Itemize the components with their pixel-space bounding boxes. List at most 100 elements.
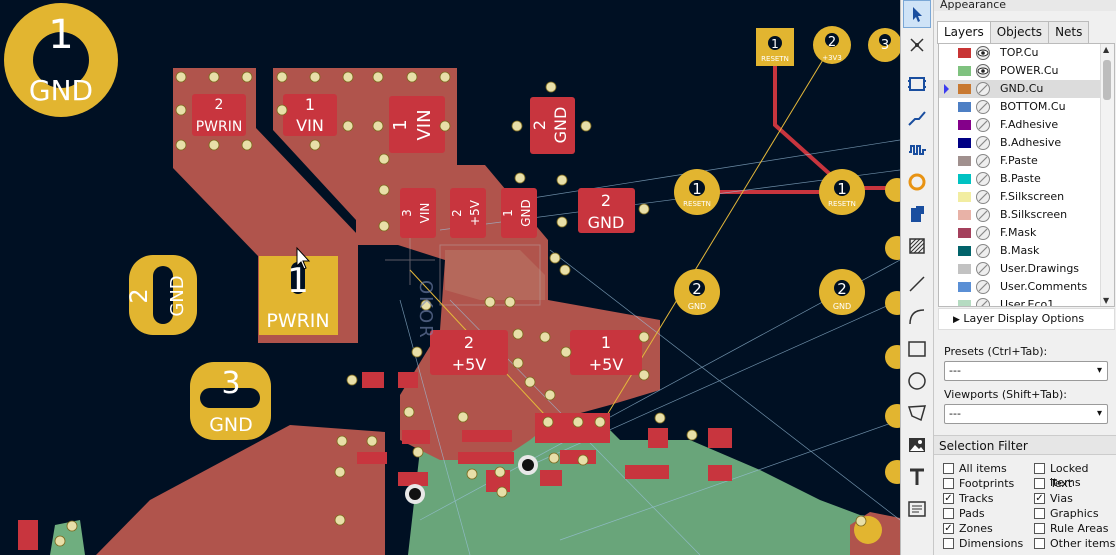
layer-color-swatch[interactable] bbox=[958, 228, 971, 238]
layer-row-f-mask[interactable]: F.Mask bbox=[939, 224, 1114, 242]
eye-icon[interactable] bbox=[976, 64, 990, 78]
layer-row-user-eco1[interactable]: User.Eco1 bbox=[939, 296, 1114, 306]
layer-row-user-drawings[interactable]: User.Drawings bbox=[939, 260, 1114, 278]
layer-row-f-silkscreen[interactable]: F.Silkscreen bbox=[939, 188, 1114, 206]
pad-gnd-2-oval[interactable]: 2 GND bbox=[125, 255, 197, 335]
checkbox-icon[interactable] bbox=[1034, 508, 1045, 519]
layer-display-options[interactable]: ▶ Layer Display Options bbox=[938, 308, 1115, 330]
route-cross-icon[interactable] bbox=[903, 31, 931, 59]
eye-hidden-icon[interactable] bbox=[976, 190, 990, 204]
eye-hidden-icon[interactable] bbox=[976, 154, 990, 168]
pad-gnd-1-small[interactable]: 1 GND bbox=[501, 188, 537, 238]
pad-gnd-2-horiz[interactable]: 2 GND bbox=[578, 188, 635, 233]
layer-row-f-paste[interactable]: F.Paste bbox=[939, 152, 1114, 170]
layer-color-swatch[interactable] bbox=[958, 210, 971, 220]
eye-hidden-icon[interactable] bbox=[976, 298, 990, 306]
checkbox-icon[interactable] bbox=[1034, 538, 1045, 549]
eye-hidden-icon[interactable] bbox=[976, 82, 990, 96]
select-tool-icon[interactable] bbox=[903, 0, 931, 28]
layer-row-gnd-cu[interactable]: GND.Cu bbox=[939, 80, 1114, 98]
layer-list-scrollbar[interactable]: ▲ ▼ bbox=[1100, 44, 1114, 306]
eye-hidden-icon[interactable] bbox=[976, 100, 990, 114]
filter-other-items-checkbox[interactable]: Other items bbox=[1034, 537, 1115, 552]
layer-row-top-cu[interactable]: TOP.Cu bbox=[939, 44, 1114, 62]
eye-hidden-icon[interactable] bbox=[976, 226, 990, 240]
pad-5v-2-large[interactable]: 2 +5V bbox=[430, 330, 508, 375]
tab-objects[interactable]: Objects bbox=[989, 21, 1050, 43]
eye-hidden-icon[interactable] bbox=[976, 118, 990, 132]
route-track-icon[interactable] bbox=[903, 104, 931, 132]
scroll-up-icon[interactable]: ▲ bbox=[1103, 45, 1110, 54]
layer-row-user-comments[interactable]: User.Comments bbox=[939, 278, 1114, 296]
pad-gnd-round-a[interactable]: 2 GND bbox=[674, 269, 720, 315]
layer-row-b-adhesive[interactable]: B.Adhesive bbox=[939, 134, 1114, 152]
pad-3-round[interactable]: 3 bbox=[868, 28, 900, 62]
layer-color-swatch[interactable] bbox=[958, 138, 971, 148]
checkbox-icon[interactable] bbox=[1034, 478, 1045, 489]
checkbox-icon[interactable] bbox=[1034, 523, 1045, 534]
layer-color-swatch[interactable] bbox=[958, 174, 971, 184]
scroll-down-icon[interactable]: ▼ bbox=[1103, 296, 1110, 305]
pad-5v-1-large[interactable]: 1 +5V bbox=[570, 330, 642, 375]
checkbox-checked-icon[interactable]: ✓ bbox=[943, 523, 954, 534]
arc-icon[interactable] bbox=[903, 303, 931, 331]
tab-layers[interactable]: Layers bbox=[937, 21, 991, 44]
polygon-icon[interactable] bbox=[903, 399, 931, 427]
layer-color-swatch[interactable] bbox=[958, 192, 971, 202]
scroll-thumb[interactable] bbox=[1103, 60, 1111, 100]
filter-vias-checkbox[interactable]: ✓Vias bbox=[1034, 492, 1073, 507]
layer-color-swatch[interactable] bbox=[958, 66, 971, 76]
layer-color-swatch[interactable] bbox=[958, 300, 971, 306]
eye-hidden-icon[interactable] bbox=[976, 262, 990, 276]
layer-row-bottom-cu[interactable]: BOTTOM.Cu bbox=[939, 98, 1114, 116]
pad-gnd-round-b[interactable]: 2 GND bbox=[819, 269, 865, 315]
filter-graphics-checkbox[interactable]: Graphics bbox=[1034, 507, 1099, 522]
pad-resetn-square[interactable]: 1 RESETN bbox=[756, 28, 794, 66]
pad-vin-big[interactable]: 1 VIN bbox=[389, 96, 445, 153]
via-icon[interactable] bbox=[903, 168, 931, 196]
line-icon[interactable] bbox=[903, 270, 931, 298]
layer-row-power-cu[interactable]: POWER.Cu bbox=[939, 62, 1114, 80]
pcb-drawing[interactable]: 1 GND 2 PWRIN 1 VIN 1 VIN 2 GND 3 VIN 2 … bbox=[0, 0, 900, 555]
pad-3v3-round[interactable]: 2 +3V3 bbox=[813, 26, 851, 64]
filter-tracks-checkbox[interactable]: ✓Tracks bbox=[943, 492, 994, 507]
zone-icon[interactable] bbox=[903, 200, 931, 228]
checkbox-icon[interactable] bbox=[943, 508, 954, 519]
checkbox-checked-icon[interactable]: ✓ bbox=[1034, 493, 1045, 504]
pad-gnd-large[interactable]: 1 GND bbox=[4, 3, 118, 117]
eye-hidden-icon[interactable] bbox=[976, 244, 990, 258]
filter-dimensions-checkbox[interactable]: Dimensions bbox=[943, 537, 1023, 552]
eye-icon[interactable] bbox=[976, 46, 990, 60]
rectangle-icon[interactable] bbox=[903, 335, 931, 363]
image-icon[interactable] bbox=[903, 431, 931, 459]
filter-all-items-checkbox[interactable]: All items bbox=[943, 462, 1007, 477]
layer-color-swatch[interactable] bbox=[958, 246, 971, 256]
filter-footprints-checkbox[interactable]: Footprints bbox=[943, 477, 1014, 492]
layer-color-swatch[interactable] bbox=[958, 102, 971, 112]
pad-pwrin-1-thruhole[interactable]: 1 PWRIN bbox=[259, 256, 338, 335]
layer-color-swatch[interactable] bbox=[958, 282, 971, 292]
layer-color-swatch[interactable] bbox=[958, 264, 971, 274]
pad-resetn-round-b[interactable]: 1 RESETN bbox=[819, 169, 865, 215]
layer-color-swatch[interactable] bbox=[958, 48, 971, 58]
filter-rule-areas-checkbox[interactable]: Rule Areas bbox=[1034, 522, 1109, 537]
footprint-icon[interactable] bbox=[903, 70, 931, 98]
pad-gnd-2-vert[interactable]: 2 GND bbox=[530, 97, 575, 154]
pad-vin-3[interactable]: 3 VIN bbox=[400, 188, 436, 238]
pcb-canvas[interactable]: 1 GND 2 PWRIN 1 VIN 1 VIN 2 GND 3 VIN 2 … bbox=[0, 0, 900, 555]
checkbox-icon[interactable] bbox=[943, 538, 954, 549]
filter-locked-items-checkbox[interactable]: Locked items bbox=[1034, 462, 1116, 489]
layer-row-b-mask[interactable]: B.Mask bbox=[939, 242, 1114, 260]
pad-5v-2-small[interactable]: 2 +5V bbox=[450, 188, 486, 238]
layer-row-b-paste[interactable]: B.Paste bbox=[939, 170, 1114, 188]
tune-length-icon[interactable] bbox=[903, 136, 931, 164]
checkbox-checked-icon[interactable]: ✓ bbox=[943, 493, 954, 504]
textbox-icon[interactable] bbox=[903, 495, 931, 523]
eye-hidden-icon[interactable] bbox=[976, 208, 990, 222]
viewports-select[interactable]: --- ▾ bbox=[944, 404, 1108, 424]
eye-hidden-icon[interactable] bbox=[976, 136, 990, 150]
checkbox-icon[interactable] bbox=[943, 478, 954, 489]
text-icon[interactable] bbox=[903, 463, 931, 491]
filter-text-checkbox[interactable]: Text bbox=[1034, 477, 1072, 492]
